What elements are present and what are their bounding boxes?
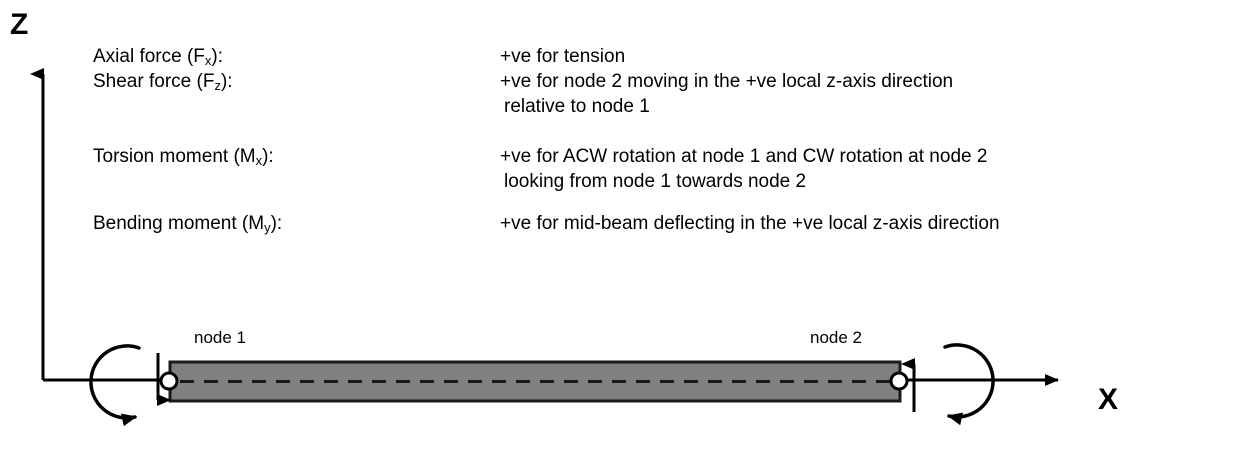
node-1-label: node 1 xyxy=(194,328,246,347)
legend-description: relative to node 1 xyxy=(504,96,650,117)
legend-row: Bending moment (My): +ve for mid-beam de… xyxy=(93,211,1213,236)
legend-description: +ve for node 2 moving in the +ve local z… xyxy=(500,71,954,92)
node-2-marker xyxy=(889,371,909,391)
sign-convention-legend: Axial force (Fx): +ve for tension Shear … xyxy=(93,40,1213,236)
node-1-moment-arc-icon xyxy=(89,344,141,427)
node-2-label: node 2 xyxy=(810,328,862,347)
legend-term: Shear force (Fz): xyxy=(93,71,233,93)
beam-element xyxy=(168,360,902,403)
legend-term: Bending moment (My): xyxy=(93,213,283,235)
legend-row: relative to node 1 xyxy=(93,94,1213,119)
x-axis-label: X xyxy=(1098,383,1119,416)
z-axis-label: Z xyxy=(10,8,29,41)
legend-row: looking from node 1 towards node 2 xyxy=(93,169,1213,194)
legend-term: Torsion moment (Mx): xyxy=(93,146,274,168)
legend-description: looking from node 1 towards node 2 xyxy=(504,171,807,192)
legend-description: +ve for tension xyxy=(500,46,626,67)
legend-row: Shear force (Fz): +ve for node 2 moving … xyxy=(93,69,1213,94)
beam-rectangle xyxy=(168,360,902,403)
node-1-marker xyxy=(159,371,179,391)
node-2-moment-arc-icon xyxy=(943,343,995,426)
legend-description: +ve for mid-beam deflecting in the +ve l… xyxy=(500,213,1000,234)
legend-description: +ve for ACW rotation at node 1 and CW ro… xyxy=(500,146,988,167)
legend-term: Axial force (Fx): xyxy=(93,46,224,68)
legend-row: Torsion moment (Mx): +ve for ACW rotatio… xyxy=(93,144,1213,169)
legend-row: Axial force (Fx): +ve for tension xyxy=(93,44,1213,69)
